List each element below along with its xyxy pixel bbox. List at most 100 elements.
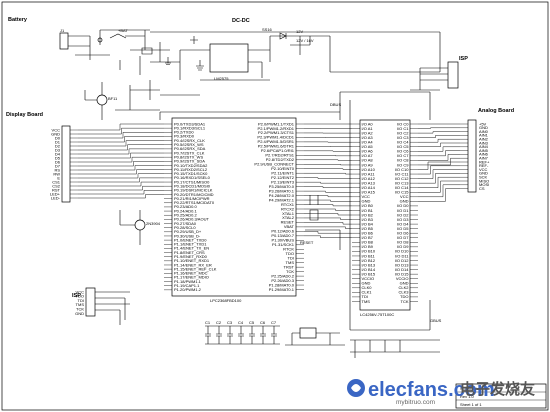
mcu-left-pin-label: P0.23/AD0.0 xyxy=(174,204,197,209)
mcu-left-pin-label: P0.30/USB_D- xyxy=(174,233,201,238)
mcu-cpld-bus-wire xyxy=(304,199,352,202)
cpld-right-pin-label: I/O D11 xyxy=(395,253,409,258)
cpld-right-pin-label: I/O C6 xyxy=(397,149,409,154)
mcu-right-pin-label: VBAT xyxy=(284,224,295,229)
mcu-right-pin-label: P2.12/EINT2 xyxy=(271,175,295,180)
q2-icon xyxy=(134,219,146,231)
cpld-part-label: LC4256V-75T100C xyxy=(360,312,394,317)
mcu-left-pin-label: P0.7/I2STX_CLK xyxy=(174,150,205,155)
display-bus-wire xyxy=(78,148,164,155)
cpld-analog-bus-wire xyxy=(418,161,460,170)
mcu-cpld-bus-wire xyxy=(304,204,352,207)
mcu-right-pin-label: RTCK xyxy=(283,247,294,252)
cpld-right-pin-label: I/O D12 xyxy=(395,258,410,263)
battery-connector xyxy=(59,32,69,50)
cpld-right-pin-label: I/O C1 xyxy=(397,126,409,131)
mcu-right-pin-label: P2.9/USB_CONNECT xyxy=(254,162,294,167)
analog-pin-label: GND xyxy=(479,171,488,176)
title-line-3: Sheet 1 of 1 xyxy=(460,402,482,407)
analog-pin-label: AIN7 xyxy=(479,156,489,161)
cpld-left-pin-label: I/O B7 xyxy=(362,235,374,240)
display-pin-label: RW xyxy=(53,171,60,176)
mcu-right-pin-label: P1.29/MAT0.1 xyxy=(269,287,295,292)
cpld-analog-bus-wire xyxy=(418,135,460,138)
isp-pin-label: TCK xyxy=(76,307,84,312)
mcu-right-pin-label: P2.0/PWM1.1/TXD1 xyxy=(258,121,295,126)
cpld-left-pin-label: I/O A10 xyxy=(362,167,376,172)
mcu-right-pin-label: P2.2/PWM1.3/CTS1 xyxy=(258,130,295,135)
mcu-right-pin-label: P2.13/EINT3 xyxy=(271,179,295,184)
cpld-right-pin-label: I/O D4 xyxy=(397,221,409,226)
mcu-cpld-bus-wire xyxy=(304,217,352,220)
cap-ref: C4 xyxy=(238,320,244,325)
title-block-border xyxy=(455,383,547,409)
mcu-left-pin-label: P0.8/I2STX_WS xyxy=(174,154,203,159)
mcu-right-pin-label: RTCX1 xyxy=(281,202,295,207)
isp-top-heading: ISP xyxy=(459,56,468,62)
cpld-analog-bus-wire xyxy=(418,180,460,193)
display-pin-label: RS xyxy=(54,167,60,172)
isp-pin-label: TDO xyxy=(76,294,84,299)
cpld-analog-bus-wire xyxy=(418,138,460,143)
title-block: Schematic Rev 1.0 Sheet 1 of 1 xyxy=(455,383,547,409)
cpld-left-pin-label: I/O A7 xyxy=(362,153,374,158)
mcu-left-pin-label: P0.27/SDA0 xyxy=(174,221,197,226)
battery-circuit: J1 +BAT xyxy=(59,28,180,75)
mcu-left-pin-label: P0.19/DSR1/MCICLK xyxy=(174,188,213,193)
cap-ref: C1 xyxy=(205,320,211,325)
display-bus-wire xyxy=(78,190,164,195)
mcu-right-pin-label: P2.10/EINT0 xyxy=(271,166,295,171)
aux-reg-body xyxy=(299,327,317,339)
net-label-b: GBUS xyxy=(430,318,442,323)
mcu-right-pin-label: RTCX2 xyxy=(281,206,295,211)
display-connector-body xyxy=(61,125,71,203)
mcu-right-pin-label: P2.7/RD2/RTS1 xyxy=(265,153,294,158)
mcu-right-pin-label: XTAL1 xyxy=(282,211,295,216)
out-12v: 12V xyxy=(296,29,303,34)
mcu-cpld-bus-wire xyxy=(304,231,352,234)
cpld-left-pin-label: I/O A0 xyxy=(362,121,374,126)
display-bus-wire xyxy=(78,165,164,171)
analog-pin-label: REF- xyxy=(479,163,489,168)
mcu-right-pin-label: RESET xyxy=(281,220,295,225)
title-line-2: Rev 1.0 xyxy=(460,394,475,399)
mcu-left-pin-label: P1.15/ENET_REF_CLK xyxy=(174,266,217,271)
mcu-left-pin-label: P0.29/USB_D+ xyxy=(174,229,202,234)
analog-pin-label: GND xyxy=(479,125,488,130)
watermark: elecfans.com 电子发烧友 mybitruo.com xyxy=(347,379,535,406)
watermark-brand: elecfans.com xyxy=(368,379,495,401)
cpld-right-pin-label: I/O D15 xyxy=(395,271,410,276)
cpld-left-pin-label: I/O A13 xyxy=(362,180,376,185)
mcu-left-pin-label: P0.6/I2SRX_SDA xyxy=(174,146,206,151)
cap-ref: C2 xyxy=(216,320,222,325)
cpld-analog-bus-wire xyxy=(418,131,460,134)
cpld-right-pin-label: I/O D8 xyxy=(397,240,409,245)
isp-pin-label: VCC xyxy=(76,289,85,294)
cpld-analog-bus-wire xyxy=(418,142,460,147)
cpld-left-pin-label: I/O A4 xyxy=(362,140,374,145)
mcu-cpld-bus-wire xyxy=(304,222,352,225)
mcu-left-pin-label: P0.16/RXD1/SSEL0 xyxy=(174,175,211,180)
cpld-left-pin-label: I/O B6 xyxy=(362,231,374,236)
analog-pin-label: SCK xyxy=(479,175,488,180)
analog-pin-label: AIN6 xyxy=(479,152,489,157)
mcu-left-pin-label: P1.0/ENET_TXD0 xyxy=(174,237,207,242)
mcu-right-pin-label: P1.28/MAT0.0 xyxy=(269,282,295,287)
mcu-right-pin-label: P2.25/AD0.2 xyxy=(271,273,294,278)
cpld-left-pin-label: I/O B14 xyxy=(362,267,376,272)
bat-net: +BAT xyxy=(118,28,128,33)
cap-symbol xyxy=(249,326,255,344)
display-pin-label: VCC xyxy=(52,127,61,132)
cpld-analog-bus-wire xyxy=(418,169,460,179)
display-bus-wire xyxy=(78,169,164,175)
mcu-right-pin-label: TDI xyxy=(288,256,294,261)
cpld-right-pin-label: I/O C13 xyxy=(395,180,410,185)
mcu-right-pin-label: P1.31/SCK1 xyxy=(272,242,295,247)
right-caps xyxy=(350,339,440,358)
cpld-analog-bus-wire xyxy=(418,176,460,188)
mcu-left-pin-label: P0.25/AD0.2 xyxy=(174,213,197,218)
mcu-right-pin-label: XTAL2 xyxy=(282,215,295,220)
cpld-right-pin-label: I/O D14 xyxy=(395,267,410,272)
isp-pin-label: TMS xyxy=(76,302,85,307)
